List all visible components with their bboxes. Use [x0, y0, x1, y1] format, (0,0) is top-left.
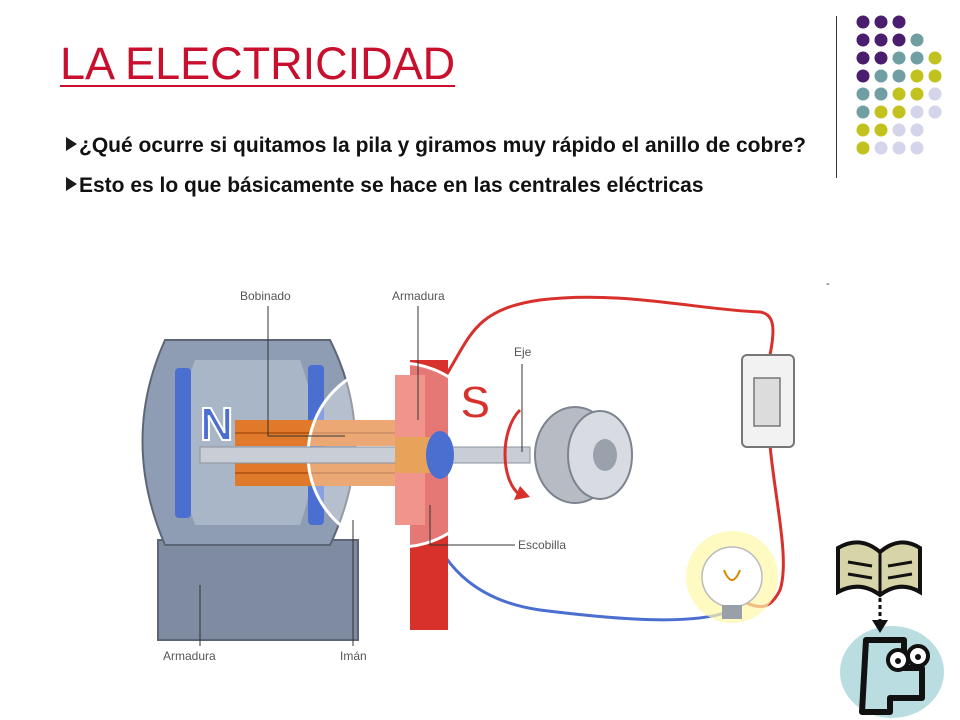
blue-wire: [426, 519, 729, 622]
bullet-list: ¿Qué ocurre si quitamos la pila y giramo…: [66, 132, 916, 212]
label-iman: Imán: [340, 649, 367, 663]
light-bulb-icon: [686, 531, 778, 623]
light-switch-icon: [741, 354, 795, 448]
dot-pattern: [856, 15, 942, 155]
magnet-housing-base: [157, 539, 359, 641]
north-pole-label: N: [200, 398, 233, 450]
pulley-wheel: [534, 406, 633, 504]
book-reader-icon: [836, 540, 944, 718]
label-bobinado: Bobinado: [240, 289, 291, 303]
bullet-item: Esto es lo que básicamente se hace en la…: [66, 172, 916, 200]
south-pole-label: S: [460, 376, 491, 428]
bullet-text: ¿Qué ocurre si quitamos la pila y giramo…: [79, 134, 807, 157]
coil-winding: [235, 420, 400, 486]
leader-escobilla: [429, 505, 515, 546]
bullet-text: Esto es lo que básicamente se hace en la…: [79, 174, 704, 197]
decorative-vertical-line: [836, 16, 837, 178]
rotor-shaft: [199, 431, 531, 479]
bullet-arrow-icon: [66, 137, 77, 151]
rotation-arrow-icon: [503, 408, 522, 497]
label-armadura-top: Armadura: [392, 289, 445, 303]
slide-title: LA ELECTRICIDAD: [60, 38, 456, 89]
bullet-arrow-icon: [66, 177, 77, 191]
small-mark: -: [826, 278, 830, 290]
label-eje: Eje: [514, 345, 532, 359]
red-wire: [438, 295, 775, 386]
label-armadura-bottom: Armadura: [163, 649, 216, 663]
rotation-arrowhead: [514, 486, 530, 500]
bullet-item: ¿Qué ocurre si quitamos la pila y giramo…: [66, 132, 916, 160]
decorative-dot-grid: [856, 15, 942, 155]
label-escobilla: Escobilla: [518, 538, 566, 552]
leader-bobinado: [267, 306, 345, 437]
